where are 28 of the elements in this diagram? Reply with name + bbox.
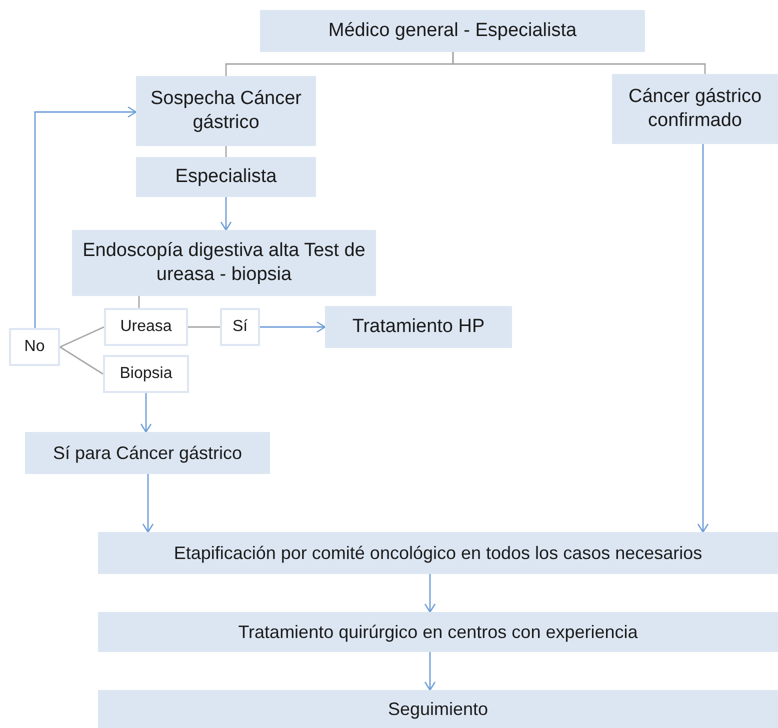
process-box: Seguimiento [98, 690, 778, 728]
arrow [424, 574, 436, 613]
arrow [260, 321, 326, 333]
process-box: Especialista [136, 157, 316, 197]
connector-line [138, 296, 140, 308]
process-box: Médico general - Especialista [260, 10, 645, 52]
connector-line [60, 326, 104, 348]
connector-line [452, 52, 706, 74]
arrow [34, 106, 137, 328]
connector-line [225, 146, 227, 157]
process-box: Tratamiento quirúrgico en centros con experiencia [98, 612, 778, 652]
arrow [424, 652, 436, 691]
option-box: No [9, 328, 60, 366]
process-box: Cáncer gástrico confirmado [612, 74, 778, 144]
process-box: Sospecha Cáncer gástrico [136, 76, 316, 146]
connector-line [60, 346, 104, 375]
option-box: Biopsia [103, 355, 189, 393]
option-box: Ureasa [104, 308, 188, 346]
process-box: Tratamiento HP [325, 306, 512, 348]
connector-line [188, 326, 220, 328]
arrow [220, 197, 232, 231]
arrow [140, 393, 152, 433]
arrow [697, 144, 709, 533]
process-box: Etapificación por comité oncológico en todos los casos necesarios [98, 532, 778, 574]
process-box: Sí para Cáncer gástrico [25, 432, 270, 474]
process-box: Endoscopía digestiva alta Test de ureasa - biopsia [72, 230, 376, 296]
option-box: Sí [220, 308, 260, 346]
arrow [142, 474, 154, 533]
